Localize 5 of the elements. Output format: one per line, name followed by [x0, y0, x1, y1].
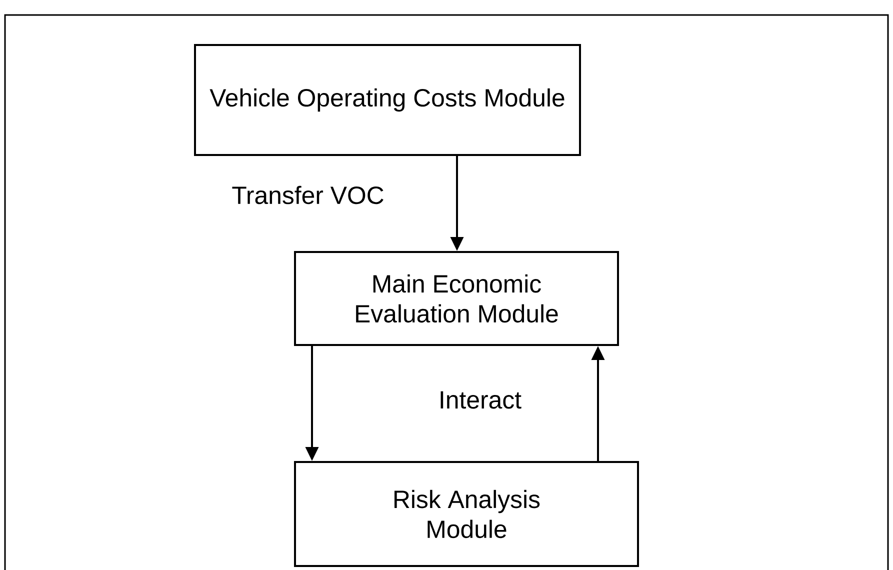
module-box: Risk Analysis Module [294, 461, 639, 567]
edge-label: Transfer VOC [230, 184, 386, 206]
module-box: Vehicle Operating Costs Module [194, 44, 581, 156]
module-box: Main Economic Evaluation Module [294, 251, 619, 346]
label: Interact [440, 391, 522, 409]
